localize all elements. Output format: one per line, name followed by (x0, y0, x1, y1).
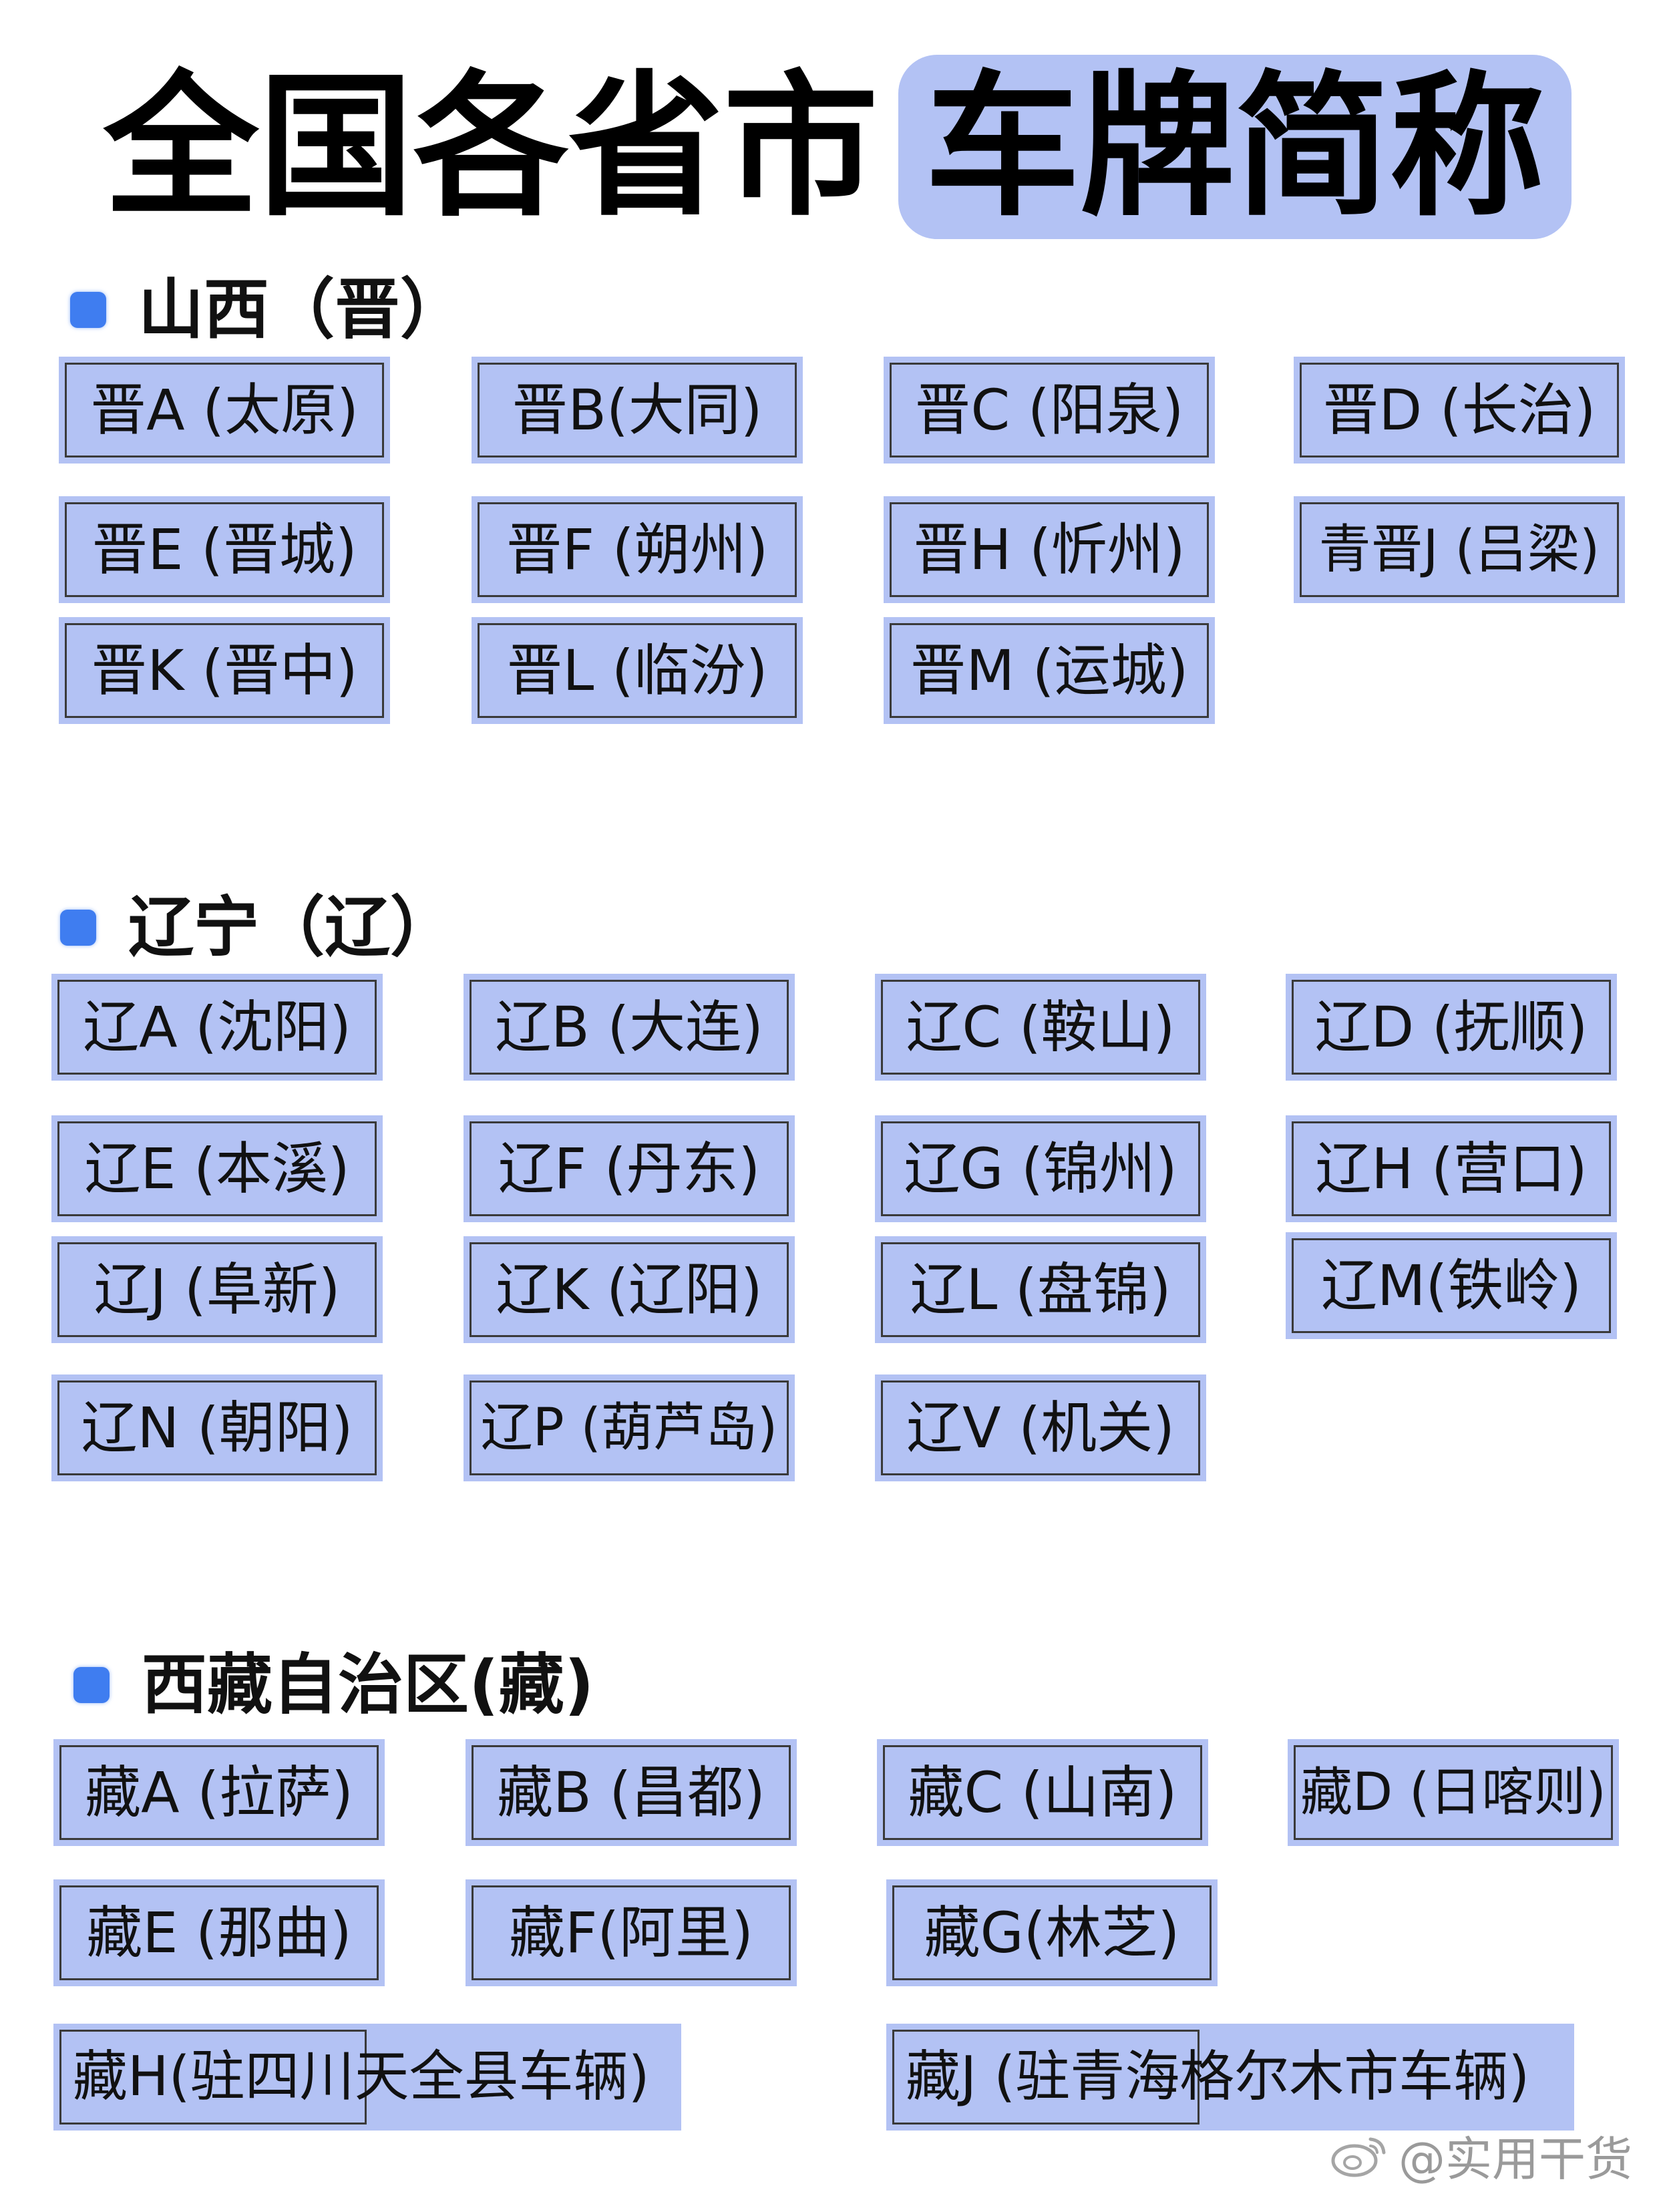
plate-item: 晋L (临汾) (472, 617, 803, 724)
plate-item: 青晋J (吕梁) (1294, 496, 1625, 603)
plate-item: 辽B (大连) (464, 974, 795, 1081)
plate-item: 辽C (鞍山) (875, 974, 1206, 1081)
plate-item: 辽M(铁岭) (1286, 1232, 1617, 1339)
square-bullet-icon (70, 292, 106, 328)
plate-item: 藏D (日喀则) (1288, 1739, 1619, 1846)
plate-item: 晋M (运城) (884, 617, 1215, 724)
plate-item: 晋K (晋中) (59, 617, 390, 724)
plate-item: 辽L (盘锦) (875, 1236, 1206, 1343)
plate-item: 辽D (抚顺) (1286, 974, 1617, 1081)
plate-item: 辽A (沈阳) (51, 974, 383, 1081)
plate-item: 辽E (本溪) (51, 1115, 383, 1222)
weibo-logo-icon (1331, 2137, 1386, 2177)
plate-item: 藏C (山南) (877, 1739, 1208, 1846)
plate-item: 晋D (长治) (1294, 357, 1625, 464)
plate-item: 辽V (机关) (875, 1374, 1206, 1481)
plate-item: 晋C (阳泉) (884, 357, 1215, 464)
plate-item: 晋B(大同) (472, 357, 803, 464)
plate-item: 辽N (朝阳) (51, 1374, 383, 1481)
plate-frame (59, 2030, 367, 2125)
title-highlight: 车牌简称 (898, 55, 1572, 239)
title-main: 全国各省市 (104, 57, 879, 237)
section-heading-tibet: 西藏自治区(藏) (73, 1652, 594, 1718)
section-heading-shanxi: 山西（晋） (70, 277, 466, 343)
plate-item: 辽J (阜新) (51, 1236, 383, 1343)
plate-item: 辽H (营口) (1286, 1115, 1617, 1222)
plate-item: 辽K (辽阳) (464, 1236, 795, 1343)
plate-item: 辽G (锦州) (875, 1115, 1206, 1222)
plate-item-wide: 藏J (驻青海格尔木市车辆) (886, 2024, 1574, 2131)
plate-item: 藏B (昌都) (466, 1739, 797, 1846)
square-bullet-icon (60, 910, 96, 946)
plate-item: 藏A (拉萨) (53, 1739, 385, 1846)
plate-item: 晋A (太原) (59, 357, 390, 464)
plate-frame (892, 2030, 1200, 2125)
watermark: @实用干货 (1329, 2122, 1632, 2189)
plate-item: 晋F (朔州) (472, 496, 803, 603)
plate-item: 晋H (忻州) (884, 496, 1215, 603)
page-title: 全国各省市 车牌简称 (104, 40, 1572, 254)
plate-item: 辽P (葫芦岛) (464, 1374, 795, 1481)
plate-item-wide: 藏H(驻四川天全县车辆) (53, 2024, 681, 2131)
plate-item: 藏F(阿里) (466, 1879, 797, 1986)
plate-item: 辽F (丹东) (464, 1115, 795, 1222)
plate-item: 晋E (晋城) (59, 496, 390, 603)
square-bullet-icon (73, 1667, 110, 1703)
section-heading-liaoning: 辽宁（辽） (60, 895, 455, 960)
plate-item: 藏G(林芝) (886, 1879, 1218, 1986)
plate-item: 藏E (那曲) (53, 1879, 385, 1986)
